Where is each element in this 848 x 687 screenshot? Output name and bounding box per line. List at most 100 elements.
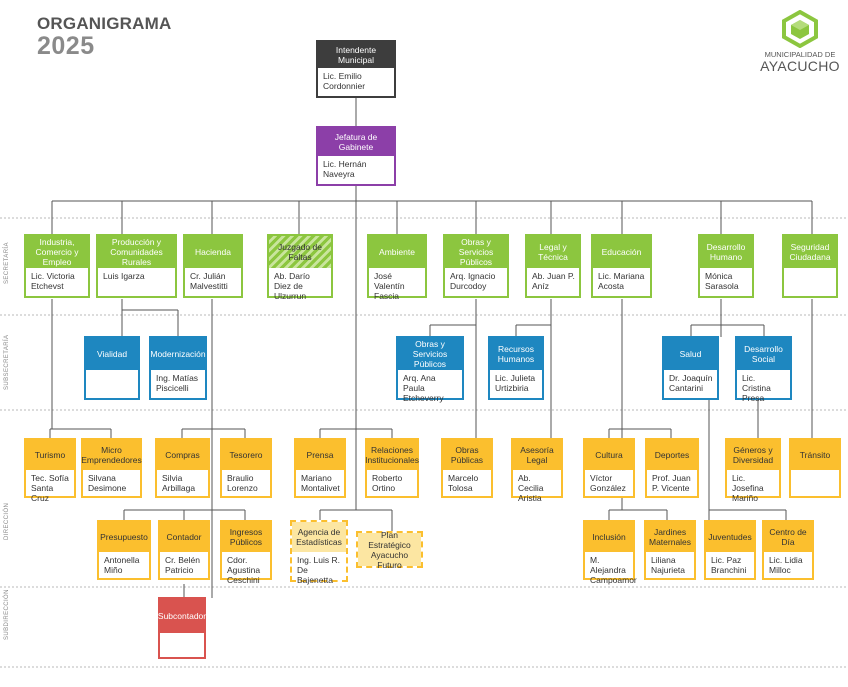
ayacucho-logo-icon [782, 10, 818, 48]
node-deportes: Deportes Prof. Juan P. Vicente [645, 438, 699, 498]
node-produccion-title: Producción y Comunidades Rurales [98, 236, 175, 268]
node-legal-title: Legal y Técnica [527, 236, 579, 268]
node-seguridad-person [784, 268, 836, 271]
node-micro: Micro Emprendedores Silvana Desimone [81, 438, 142, 498]
node-legal: Legal y Técnica Ab. Juan P. Aníz [525, 234, 581, 298]
node-deportes-title: Deportes [647, 440, 697, 470]
node-juzgado-title: Juzgado de Faltas [269, 236, 331, 268]
node-educacion-person: Lic. Mariana Acosta [598, 271, 645, 291]
node-contador: Contador Cr. Belén Patricio [158, 520, 210, 580]
node-ambiente-title: Ambiente [369, 236, 425, 268]
node-jardines-title: Jardines Maternales [646, 522, 694, 552]
node-rrhh-title: Recursos Humanos [490, 338, 542, 370]
node-deportes-person: Prof. Juan P. Vicente [652, 473, 691, 493]
node-generos: Géneros y Diversidad Lic. Josefina Mariñ… [725, 438, 781, 503]
node-centro-dia-title: Centro de Día [764, 522, 812, 552]
node-produccion: Producción y Comunidades Rurales Luis Ig… [96, 234, 177, 298]
node-obras-title: Obras y Servicios Públicos [445, 236, 507, 268]
node-ambiente: Ambiente José Valentín Fascia [367, 234, 427, 301]
node-micro-title: Micro Emprendedores [81, 440, 142, 470]
node-modernizacion-title: Modernización [150, 338, 206, 370]
node-micro-person: Silvana Desimone [88, 473, 127, 493]
node-sub-obras-title: Obras y Servicios Públicos [398, 338, 462, 370]
node-juzgado-person: Ab. Darío Diez de Ulzurrun [274, 271, 310, 301]
node-obras: Obras y Servicios Públicos Arq. Ignacio … [443, 234, 509, 298]
node-produccion-person: Luis Igarza [103, 271, 145, 281]
node-jefatura-person: Lic. Hernán Naveyra [323, 159, 367, 179]
node-prensa: Prensa Mariano Montalivet [294, 438, 346, 498]
node-modernizacion-person: Ing. Matías Piscicelli [156, 373, 199, 393]
node-sub-obras: Obras y Servicios Públicos Arq. Ana Paul… [396, 336, 464, 403]
node-cultura-title: Cultura [585, 440, 633, 470]
node-salud-title: Salud [664, 338, 717, 370]
node-seguridad: Seguridad Ciudadana [782, 234, 838, 298]
node-cultura: Cultura Víctor González [583, 438, 635, 498]
node-industria-title: Industria, Comercio y Empleo [26, 236, 88, 268]
node-obras-publicas-title: Obras Públicas [443, 440, 491, 470]
node-salud-person: Dr. Joaquín Cantarini [669, 373, 713, 393]
node-plan: Plan Estratégico Ayacucho Futuro [356, 530, 423, 570]
node-generos-person: Lic. Josefina Mariño [732, 473, 764, 503]
node-contador-person: Cr. Belén Patricio [165, 555, 200, 575]
node-desarrollo: Desarrollo Humano Mónica Sarasola [698, 234, 754, 298]
node-centro-dia: Centro de Día Lic. Lidia Milloc [762, 520, 814, 580]
node-compras: Compras Silvia Arbillaga [155, 438, 210, 498]
node-rrhh: Recursos Humanos Lic. Julieta Urtizbiria [488, 336, 544, 400]
node-obras-publicas: Obras Públicas Marcelo Tolosa [441, 438, 493, 498]
node-industria: Industria, Comercio y Empleo Lic. Victor… [24, 234, 90, 298]
node-transito-title: Tránsito [791, 440, 839, 470]
node-contador-title: Contador [160, 522, 208, 552]
node-juventudes-person: Lic. Paz Branchini [711, 555, 747, 575]
node-educacion: Educación Lic. Mariana Acosta [591, 234, 652, 298]
hierarchy-lines [49, 97, 813, 598]
node-jardines-person: Liliana Najurieta [651, 555, 686, 575]
node-hacienda-person: Cr. Julián Malvestitti [190, 271, 228, 291]
node-relaciones-person: Roberto Ortino [372, 473, 403, 493]
node-industria-person: Lic. Victoria Etchevst [31, 271, 75, 291]
node-plan-title: Plan Estratégico Ayacucho Futuro [358, 530, 421, 570]
node-inclusion-title: Inclusión [585, 522, 633, 552]
node-vialidad-person [86, 370, 138, 373]
node-subcontador: Subcontador [158, 597, 206, 659]
node-intendente-person: Lic. Emilio Cordonnier [323, 71, 366, 91]
node-compras-title: Compras [157, 440, 208, 470]
node-intendente-title: Intendente Municipal [318, 42, 394, 68]
node-cultura-person: Víctor González [590, 473, 626, 493]
node-agencia-person: Ing. Luis R. De Bajenetta [297, 555, 340, 585]
node-asesoria: Asesoría Legal Ab. Cecilia Aristia [511, 438, 563, 503]
node-jefatura: Jefatura de Gabinete Lic. Hernán Naveyra [316, 126, 396, 186]
node-compras-person: Silvia Arbillaga [162, 473, 196, 493]
level-dividers [0, 217, 848, 668]
municipality-logo: MUNICIPALIDAD DE AYACUCHO [755, 10, 845, 85]
logo-line-1: MUNICIPALIDAD DE [764, 50, 836, 59]
chart-year: 2025 [37, 32, 95, 60]
node-seguridad-title: Seguridad Ciudadana [784, 236, 836, 268]
node-presupuesto-title: Presupuesto [99, 522, 149, 552]
node-generos-title: Géneros y Diversidad [727, 440, 779, 470]
node-educacion-title: Educación [593, 236, 650, 268]
node-inclusion-person: M. Alejandra Campoamor [590, 555, 637, 585]
node-desarrollo-social-title: Desarrollo Social [737, 338, 790, 370]
node-vialidad-title: Vialidad [86, 338, 138, 370]
chart-title: ORGANIGRAMA [37, 14, 172, 33]
node-centro-dia-person: Lic. Lidia Milloc [769, 555, 803, 575]
node-obras-publicas-person: Marcelo Tolosa [448, 473, 479, 493]
node-juventudes-title: Juventudes [706, 522, 754, 552]
node-inclusion: Inclusión M. Alejandra Campoamor [583, 520, 637, 585]
node-prensa-person: Mariano Montalivet [301, 473, 340, 493]
node-intendente: Intendente Municipal Lic. Emilio Cordonn… [316, 40, 396, 98]
node-ingresos-title: Ingresos Públicos [222, 522, 270, 552]
node-jefatura-title: Jefatura de Gabinete [318, 128, 394, 156]
node-asesoria-title: Asesoría Legal [513, 440, 561, 470]
node-agencia-title: Agencia de Estadísticas [292, 522, 346, 552]
node-relaciones-title: Relaciones Institucionales [365, 440, 419, 470]
node-presupuesto: Presupuesto Antonella Miño [97, 520, 151, 580]
node-presupuesto-person: Antonella Miño [104, 555, 140, 575]
node-vialidad: Vialidad [84, 336, 140, 400]
node-tesorero: Tesorero Braulio Lorenzo [220, 438, 272, 498]
node-salud: Salud Dr. Joaquín Cantarini [662, 336, 719, 400]
node-hacienda: Hacienda Cr. Julián Malvestitti [183, 234, 243, 298]
node-obras-person: Arq. Ignacio Durcodoy [450, 271, 496, 291]
node-turismo-person: Tec. Sofía Santa Cruz [31, 473, 69, 503]
